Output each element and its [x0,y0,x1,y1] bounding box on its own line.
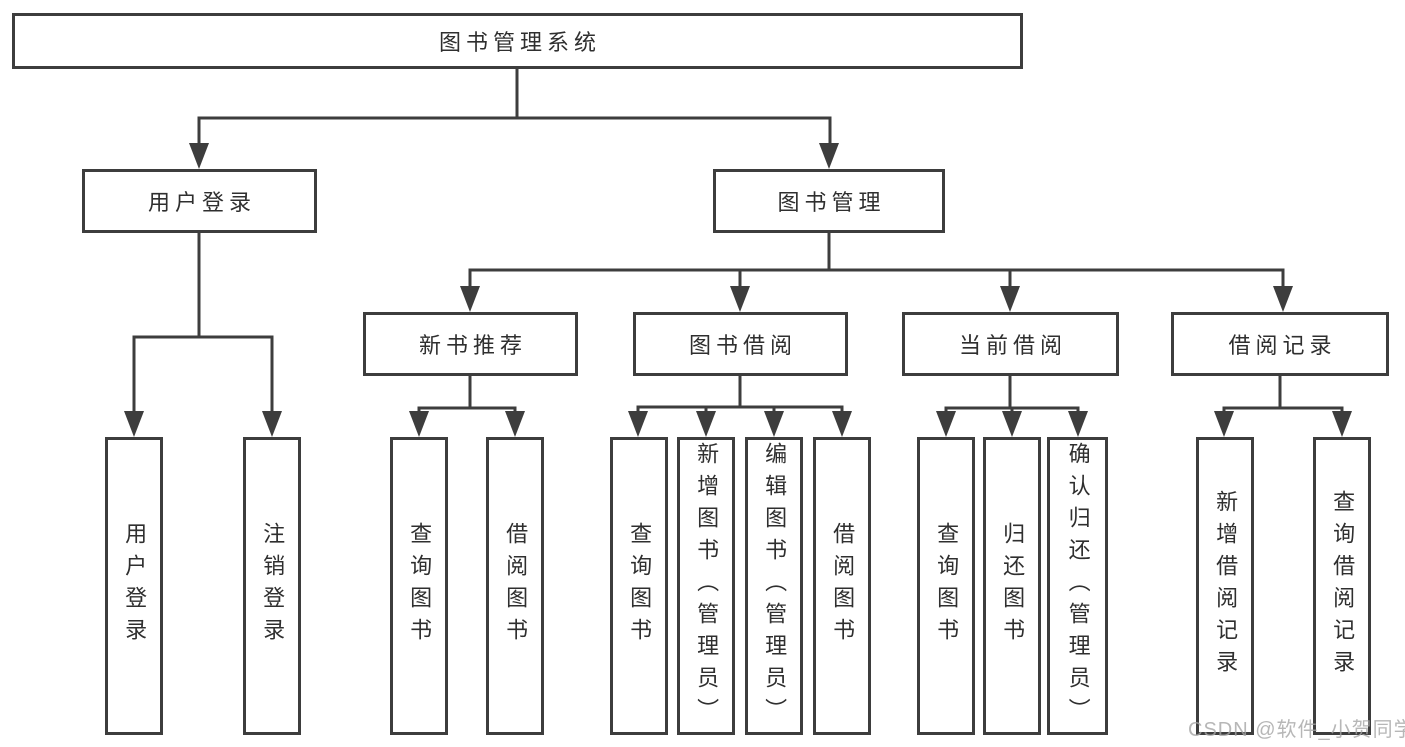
leaf-confirm-return-admin: 确认归还（管理员） [1047,437,1108,735]
node-current-borrow: 当前借阅 [902,312,1119,376]
arrowhead [628,411,648,437]
connector-user-login [132,233,274,418]
arrowhead [1068,411,1088,437]
node-root: 图书管理系统 [12,13,1023,69]
leaf-add-borrow-record: 新增借阅记录 [1196,437,1254,735]
node-label: 查询图书 [934,522,960,650]
leaf-query-books-current: 查询图书 [917,437,975,735]
node-label: 用户登录 [122,522,148,650]
node-label: 编辑图书（管理员） [762,442,788,730]
node-label: 当前借阅 [958,333,1067,358]
node-label: 借阅图书 [830,522,856,650]
connector-borrow-records [1222,376,1344,418]
node-label: 新增借阅记录 [1213,490,1239,682]
leaf-return-books: 归还图书 [983,437,1041,735]
arrowhead [819,143,839,169]
node-new-book-recommend: 新书推荐 [363,312,578,376]
node-label: 借阅记录 [1228,333,1337,358]
leaf-borrow-books: 借阅图书 [813,437,871,735]
node-label: 查询借阅记录 [1330,490,1356,682]
node-label: 注销登录 [260,522,286,650]
arrowhead [460,286,480,312]
arrowhead [1214,411,1234,437]
node-book-management: 图书管理 [713,169,945,233]
connector-root-bracket [197,116,832,150]
connector-new-book-recommend [417,376,517,418]
arrowhead [124,411,144,437]
arrowhead [936,411,956,437]
leaf-user-login: 用户登录 [105,437,163,735]
arrowhead [1002,411,1022,437]
connector-book-management [468,233,1285,293]
node-user-login: 用户登录 [82,169,317,233]
arrowhead [505,411,525,437]
node-label: 图书管理 [777,190,886,215]
arrowhead [764,411,784,437]
node-book-borrow: 图书借阅 [633,312,848,376]
node-label: 新增图书（管理员） [694,442,720,730]
arrowhead [696,411,716,437]
node-label: 查询图书 [627,522,653,650]
csdn-watermark: CSDN @软件_小贺同学 [1188,719,1405,741]
leaf-query-borrow-record: 查询借阅记录 [1313,437,1371,735]
node-label: 用户登录 [147,190,256,215]
node-label: 归还图书 [1000,522,1026,650]
node-label: 图书管理系统 [438,30,601,55]
node-label: 确认归还（管理员） [1065,442,1091,730]
arrowhead [832,411,852,437]
arrowhead [189,143,209,169]
arrowhead [1273,286,1293,312]
arrowhead [262,411,282,437]
leaf-query-books-recommend: 查询图书 [390,437,448,735]
leaf-logout: 注销登录 [243,437,301,735]
arrowhead [1000,286,1020,312]
node-label: 借阅图书 [503,522,529,650]
arrowhead [409,411,429,437]
leaf-add-books-admin: 新增图书（管理员） [677,437,735,735]
leaf-edit-books-admin: 编辑图书（管理员） [745,437,803,735]
node-label: 查询图书 [407,522,433,650]
node-borrow-records: 借阅记录 [1171,312,1389,376]
leaf-borrow-books-recommend: 借阅图书 [486,437,544,735]
arrowhead [1332,411,1352,437]
connector-book-borrow [636,376,844,418]
arrowhead [730,286,750,312]
node-label: 新书推荐 [418,333,527,358]
leaf-query-books-borrow: 查询图书 [610,437,668,735]
node-label: 图书借阅 [688,333,797,358]
